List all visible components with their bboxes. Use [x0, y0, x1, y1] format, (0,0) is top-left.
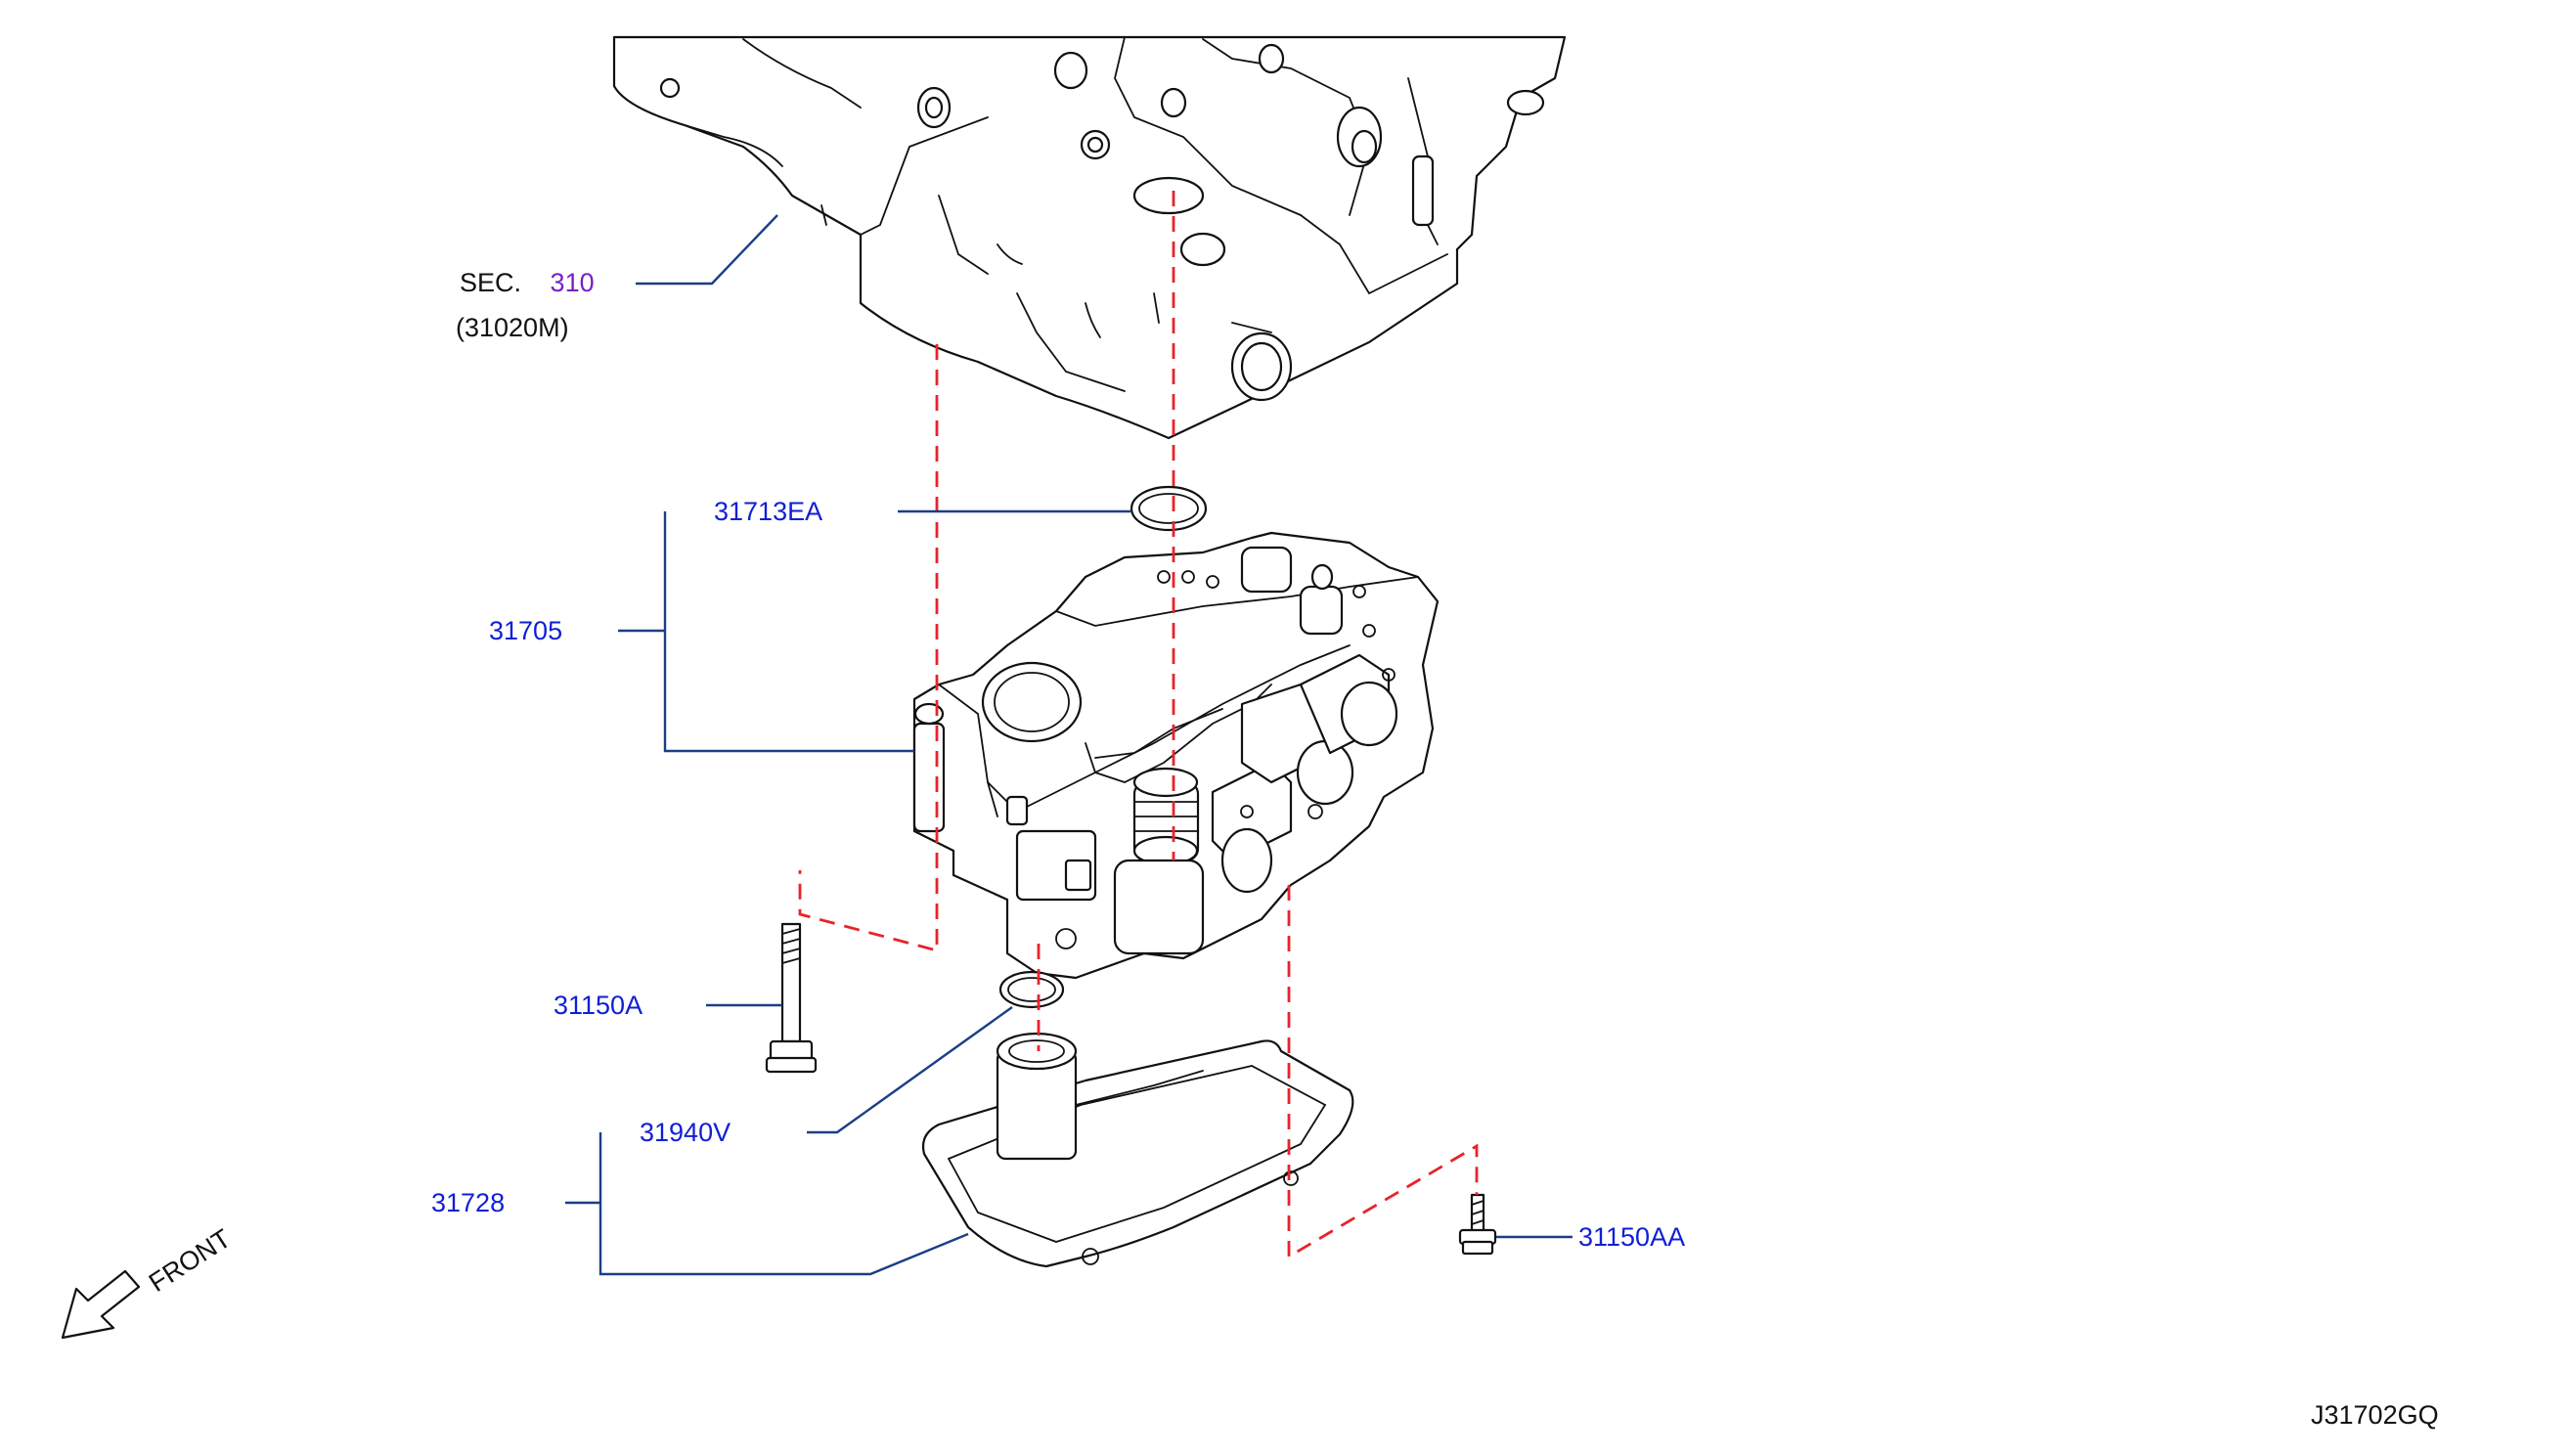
diagram-code: J31702GQ: [2311, 1400, 2439, 1430]
label-31940V: 31940V: [640, 1118, 731, 1147]
o-ring-lower: [998, 970, 1065, 1009]
label-31150A: 31150A: [554, 991, 642, 1020]
front-direction: FRONT: [61, 1223, 236, 1340]
oil-strainer: [921, 1032, 1354, 1268]
svg-text:SEC. 310: SEC. 310: [460, 268, 595, 297]
transmission-case: [612, 35, 1567, 440]
sec-number: 310: [551, 268, 595, 297]
sec-subref: (31020M): [456, 313, 569, 342]
labels: SEC. 310 (31020M) 31713EA 31705 31150A 3…: [431, 268, 2439, 1430]
label-31705: 31705: [489, 616, 562, 645]
label-31150AA: 31150AA: [1578, 1222, 1685, 1252]
bolt-long: [765, 922, 818, 1074]
front-arrow-icon: [61, 1269, 141, 1340]
sec-prefix: SEC.: [460, 268, 521, 297]
o-ring-upper: [1130, 485, 1208, 532]
leader-lines: [565, 214, 1573, 1276]
front-label: FRONT: [144, 1223, 236, 1298]
control-valve-assembly: [912, 531, 1440, 980]
bolt-short: [1458, 1193, 1497, 1256]
label-31728: 31728: [431, 1188, 505, 1217]
label-31713EA: 31713EA: [714, 497, 822, 526]
alignment-lines: [798, 191, 1479, 1259]
